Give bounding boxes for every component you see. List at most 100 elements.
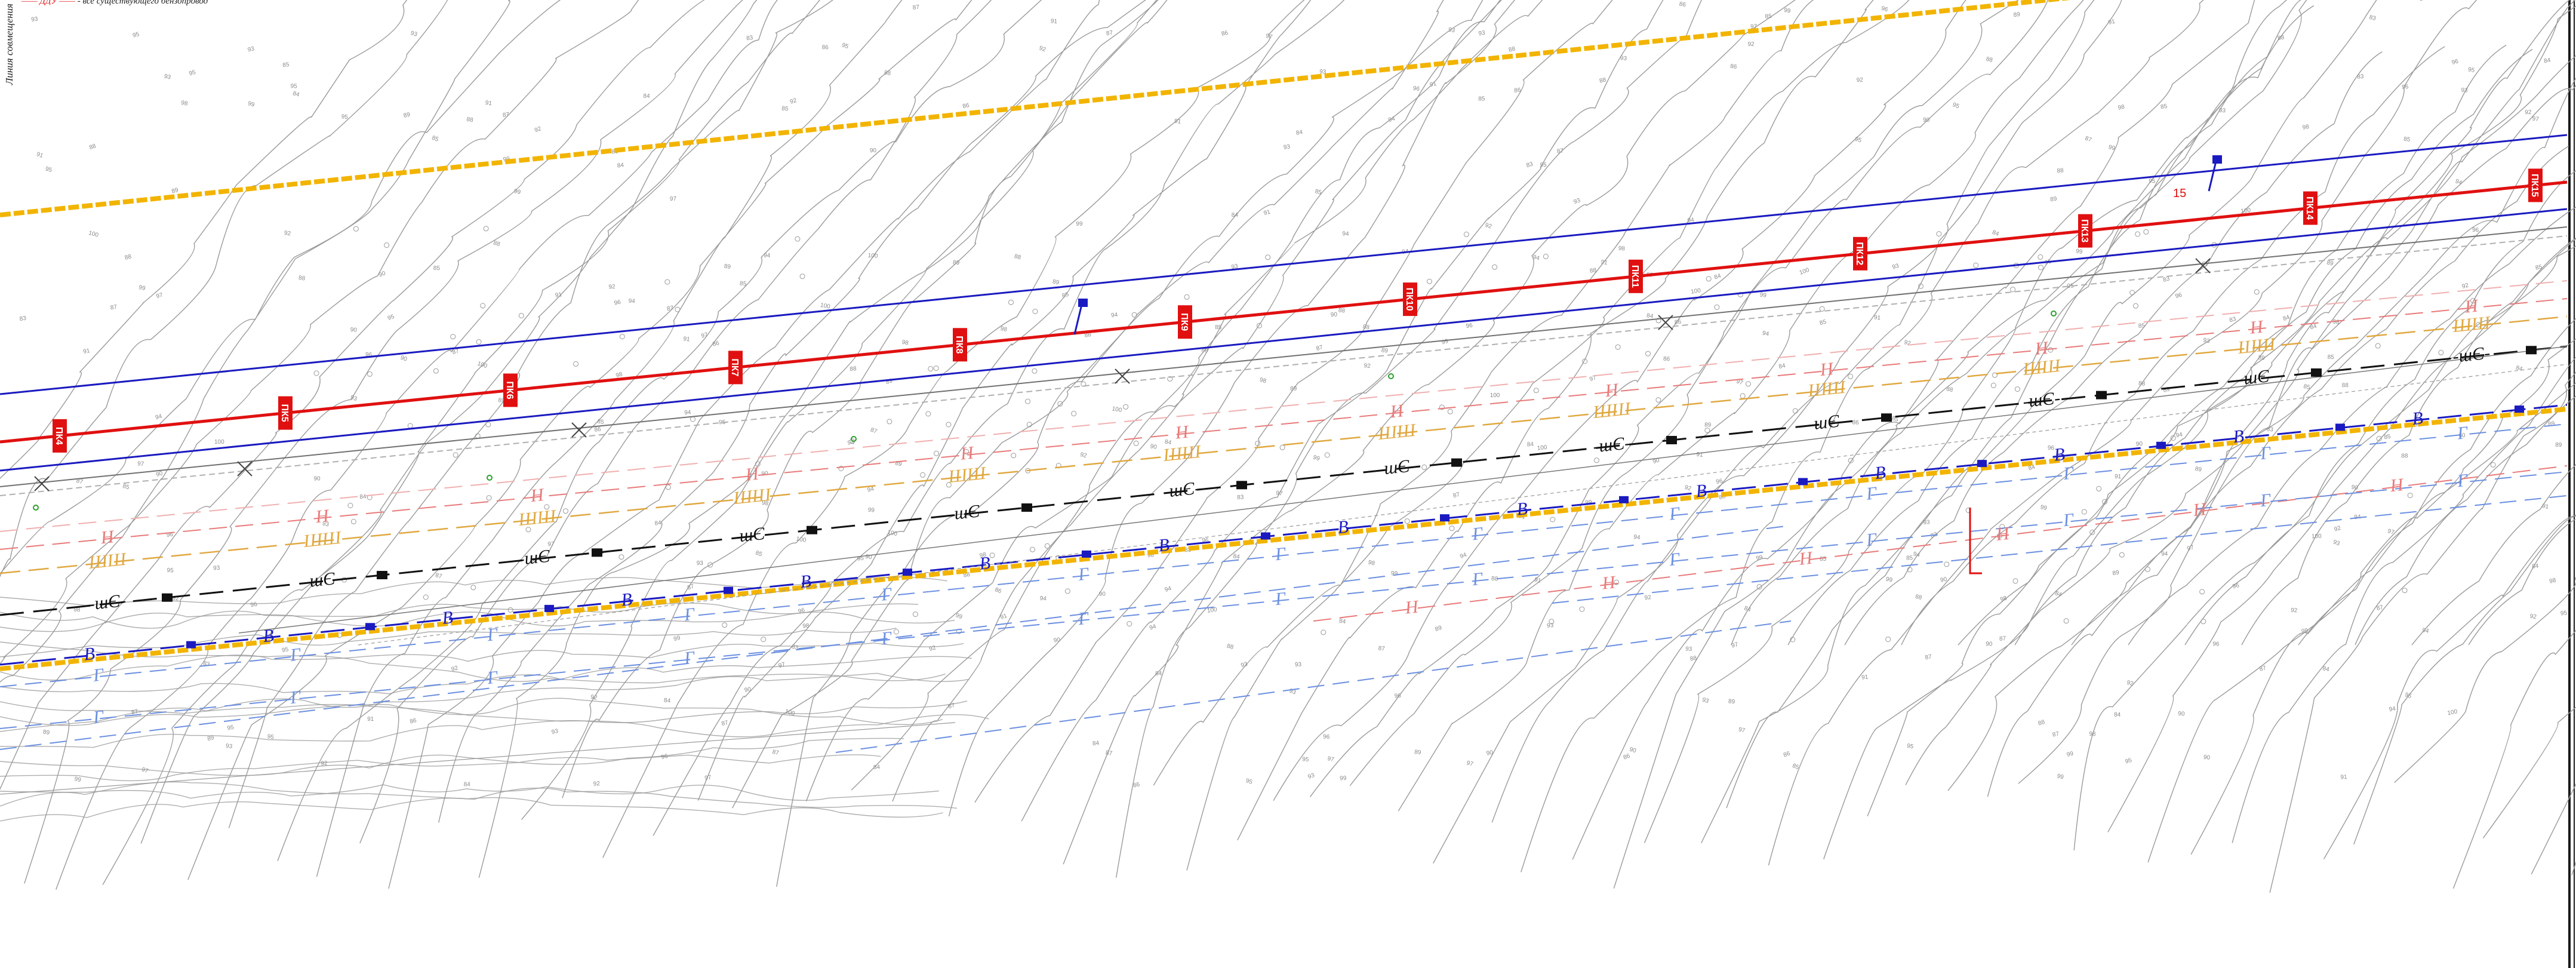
elevation-label: 96 <box>1715 478 1723 485</box>
spot-point <box>384 242 390 248</box>
elevation-label: 88 <box>1986 56 1994 64</box>
elevation-label: 87 <box>2259 665 2267 672</box>
contour-line <box>851 0 1501 791</box>
elevation-label: 85 <box>1820 556 1827 563</box>
cable-well-symbol <box>162 593 173 602</box>
elevation-label: 93 <box>1620 55 1627 62</box>
water-well-symbol <box>2515 405 2524 413</box>
elevation-label: 97 <box>1750 23 1758 30</box>
spot-point <box>1133 440 1139 446</box>
elevation-label: 99 <box>2107 144 2116 152</box>
contour-line <box>2107 238 2576 832</box>
spot-point <box>619 334 625 340</box>
elevation-label: 93 <box>2218 107 2226 115</box>
picket-label: ПК12 <box>1854 242 1864 265</box>
spot-point <box>1257 322 1262 328</box>
elevation-label: 100 <box>784 708 796 718</box>
elevation-label: 95 <box>387 314 396 322</box>
elevation-label: 93 <box>1478 30 1486 38</box>
elevation-label: 85 <box>2384 433 2392 441</box>
pressure-label: Н <box>99 527 116 548</box>
spot-point <box>1127 621 1132 627</box>
elevation-label: 94 <box>1110 312 1118 319</box>
elevation-label: 96 <box>1394 693 1401 700</box>
gas-label-2: Г <box>1668 549 1682 570</box>
water-label: В <box>441 607 454 628</box>
elevation-label: 84 <box>664 697 671 705</box>
elevation-label: 96 <box>1412 85 1420 93</box>
contour-line <box>2353 514 2576 845</box>
contour-line <box>1905 0 2576 785</box>
spot-point <box>2200 619 2206 625</box>
elevation-label: 100 <box>214 439 224 445</box>
picket-marker: ПК4 <box>53 419 67 453</box>
elevation-label: 95 <box>290 83 297 90</box>
red-route-axis <box>0 180 2568 444</box>
elevation-label: 85 <box>2138 322 2145 330</box>
contour-line <box>2452 629 2576 889</box>
pressure-label-lower: Н <box>1404 597 1420 617</box>
elevation-label: 93 <box>1547 622 1554 629</box>
contour-line <box>0 700 968 748</box>
water-label: В <box>2411 408 2424 429</box>
elevation-label: 85 <box>2535 264 2543 272</box>
elevation-label: 91 <box>485 100 493 107</box>
contour-line <box>56 0 778 890</box>
elevation-label: 100 <box>1112 405 1123 414</box>
cable-well-symbol <box>592 548 602 557</box>
elevation-label: 97 <box>2387 528 2395 536</box>
elevation-label: 96 <box>365 352 372 359</box>
elevation-label: 93 <box>1573 197 1582 205</box>
elevation-label: 92 <box>1079 451 1088 459</box>
contour-line <box>521 0 1159 821</box>
spot-point <box>1655 318 1661 324</box>
elevation-label: 89 <box>42 729 50 736</box>
contour-line <box>316 0 903 877</box>
spot-point <box>2376 436 2382 442</box>
elevation-label: 90 <box>1150 443 1158 451</box>
cable-label: -шЄ- <box>947 500 987 524</box>
elevation-label: 91 <box>1696 451 1703 459</box>
elevation-label: 93 <box>1891 263 1900 271</box>
water-label: В <box>1874 462 1887 483</box>
spot-point <box>1265 254 1271 260</box>
contour-line <box>0 642 964 681</box>
gas-label: Г <box>1274 543 1288 564</box>
elevation-label: 93 <box>2202 337 2210 345</box>
sewer-label: ШШ <box>1377 420 1417 444</box>
contour-line <box>478 0 1168 878</box>
picket-box <box>728 351 743 385</box>
spot-point <box>2490 462 2496 468</box>
legend-sample-line: —— ДДУ —— <box>21 0 76 6</box>
green-point <box>851 436 857 442</box>
contour-line <box>2269 371 2576 893</box>
elevation-label: 89 <box>1290 386 1297 393</box>
spot-point <box>407 423 413 429</box>
spot-point <box>1404 518 1410 524</box>
elevation-label: 89 <box>1728 698 1735 705</box>
elevation-label: 88 <box>2057 167 2064 174</box>
elevation-label: 99 <box>955 612 964 620</box>
elevation-label: 93 <box>31 16 39 23</box>
gas-label: Г <box>486 625 500 646</box>
elevation-label: 90 <box>1629 746 1637 755</box>
spot-point <box>2081 509 2087 515</box>
picket-box <box>2303 191 2318 225</box>
elevation-label: 93 <box>2461 87 2469 94</box>
contour-line <box>0 0 448 577</box>
elevation-label: 98 <box>1000 325 1008 333</box>
contour-line <box>0 611 955 632</box>
elevation-label: 89 <box>2547 420 2555 428</box>
spot-point <box>1008 299 1014 305</box>
spot-point <box>486 495 492 501</box>
elevation-label: 95 <box>227 724 235 732</box>
elevation-label: 85 <box>431 135 440 143</box>
elevation-label: 86 <box>1663 356 1670 363</box>
spot-point <box>2010 287 2016 293</box>
elevation-label: 95 <box>841 42 850 50</box>
elevation-label: 91 <box>1534 576 1542 585</box>
elevation-label: 90 <box>1331 311 1338 318</box>
elevation-label: 93 <box>1685 646 1692 653</box>
elevation-label: 97 <box>141 766 149 775</box>
elevation-label: 89 <box>1052 279 1060 287</box>
